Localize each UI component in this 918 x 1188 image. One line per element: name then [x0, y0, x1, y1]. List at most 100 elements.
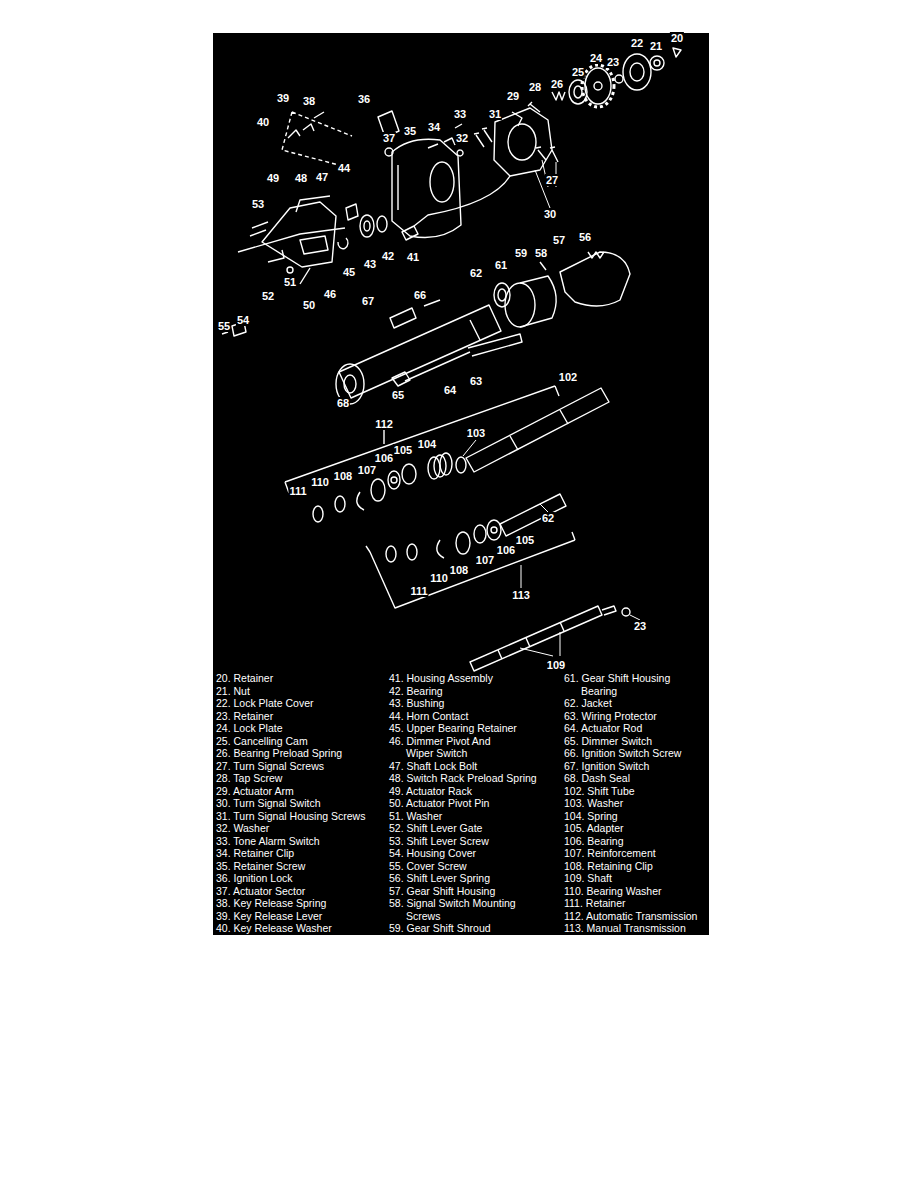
- part-outline: [357, 492, 364, 510]
- callout-number: 67: [361, 295, 375, 307]
- callout-number: 106: [374, 452, 394, 464]
- callout-number: 38: [302, 95, 316, 107]
- part-outline: [392, 139, 461, 237]
- part-outline: [494, 283, 510, 307]
- part-list-entry: 56. Shift Lever Spring: [389, 872, 490, 885]
- part-list-entry: 57. Gear Shift Housing: [389, 885, 495, 898]
- callout-number: 105: [393, 444, 413, 456]
- part-list-entry: 44. Horn Contact: [389, 710, 468, 723]
- part-list-entry: 26. Bearing Preload Spring: [216, 747, 342, 760]
- part-outline: [407, 544, 417, 560]
- part-outline: [344, 375, 356, 393]
- callout-number: 42: [381, 250, 395, 262]
- part-outline: [602, 606, 616, 615]
- part-list-entry: 31. Turn Signal Housing Screws: [216, 810, 365, 823]
- part-outline: [440, 453, 452, 475]
- part-list-entry: 109. Shaft: [564, 872, 612, 885]
- callout-number: 62: [469, 267, 483, 279]
- part-list-entry: 43. Bushing: [389, 697, 444, 710]
- part-list-entry: 29. Actuator Arm: [216, 785, 294, 798]
- part-outline: [650, 56, 664, 70]
- callout-number: 37: [382, 132, 396, 144]
- part-outline: [285, 386, 559, 493]
- callout-number: 34: [427, 121, 441, 133]
- part-list-entry: 38. Key Release Spring: [216, 897, 326, 910]
- part-outline: [500, 494, 566, 536]
- callout-number: 107: [357, 464, 377, 476]
- part-list-entry: 47. Shaft Lock Bolt: [389, 760, 477, 773]
- part-list-entry: 111. Retainer: [564, 897, 625, 910]
- part-outline: [470, 320, 480, 340]
- callout-number: 53: [251, 198, 265, 210]
- callout-number: 59: [514, 247, 528, 259]
- part-list-entry: 55. Cover Screw: [389, 860, 467, 873]
- part-list-entry: 23. Retainer: [216, 710, 273, 723]
- callout-number: 36: [357, 93, 371, 105]
- part-list-entry: 108. Retaining Clip: [564, 860, 653, 873]
- callout-number: 111: [288, 485, 307, 497]
- part-outline: [222, 48, 681, 671]
- callout-number: 68: [336, 397, 350, 409]
- callout-number: 113: [511, 589, 531, 601]
- callout-number: 108: [449, 564, 469, 576]
- leader-line: [463, 440, 476, 456]
- part-list-entry: 49. Actuator Rack: [389, 785, 472, 798]
- part-outline: [654, 60, 660, 66]
- part-list-entry: 63. Wiring Protector: [564, 710, 657, 723]
- part-outline: [402, 176, 510, 240]
- callout-number: 62: [541, 512, 555, 524]
- part-list-entry: 32. Washer: [216, 822, 269, 835]
- part-list-entry: 42. Bearing: [389, 685, 443, 698]
- part-outline: [437, 540, 444, 558]
- part-outline: [238, 228, 345, 252]
- callout-number: 23: [606, 56, 620, 68]
- callout-number: 102: [558, 371, 578, 383]
- part-outline: [338, 238, 348, 249]
- callout-number: 109: [546, 659, 566, 671]
- part-list-entry: 34. Retainer Clip: [216, 847, 294, 860]
- part-list-entry: 41. Housing Assembly: [389, 672, 493, 685]
- callout-number: 46: [323, 288, 337, 300]
- part-outline: [388, 471, 400, 489]
- callout-number: 22: [630, 37, 644, 49]
- callout-number: 47: [315, 171, 329, 183]
- part-outline: [386, 546, 396, 562]
- callout-number: 28: [528, 81, 542, 93]
- part-outline: [397, 165, 398, 210]
- part-list-entry: 50. Actuator Pivot Pin: [389, 797, 489, 810]
- part-list-entry: 65. Dimmer Switch: [564, 735, 652, 748]
- part-outline: [364, 221, 370, 231]
- part-list-entry: 52. Shift Lever Gate: [389, 822, 482, 835]
- callout-number: 65: [391, 389, 405, 401]
- part-list-entry: 51. Washer: [389, 810, 442, 823]
- callout-number: 63: [469, 375, 483, 387]
- part-list-entry: 113. Manual Transmission: [564, 922, 686, 935]
- part-list-entry: 107. Reinforcement: [564, 847, 656, 860]
- callout-number: 104: [417, 438, 437, 450]
- part-list-entry: 36. Ignition Lock: [216, 872, 292, 885]
- callout-number: 26: [550, 78, 564, 90]
- part-outline: [552, 92, 565, 100]
- part-outline: [582, 65, 614, 107]
- part-outline: [392, 372, 410, 386]
- callout-number: 66: [413, 289, 427, 301]
- part-outline: [282, 112, 352, 168]
- part-outline: [468, 334, 522, 356]
- part-outline: [371, 479, 385, 501]
- callout-number: 106: [496, 544, 516, 556]
- part-list-entry: 67. Ignition Switch: [564, 760, 649, 773]
- part-outline: [508, 124, 536, 160]
- part-outline: [491, 527, 497, 533]
- part-list-entry: 66. Ignition Switch Screw: [564, 747, 681, 760]
- part-list-entry: 61. Gear Shift Housing Bearing: [564, 672, 704, 697]
- part-outline: [250, 222, 268, 236]
- part-outline: [390, 300, 440, 328]
- part-outline: [510, 410, 568, 450]
- callout-number: 31: [488, 108, 502, 120]
- part-outline: [615, 75, 623, 83]
- part-list-entry: 24. Lock Plate: [216, 722, 283, 735]
- callout-number: 56: [578, 231, 592, 243]
- callout-number: 105: [515, 534, 535, 546]
- callout-number: 33: [453, 108, 467, 120]
